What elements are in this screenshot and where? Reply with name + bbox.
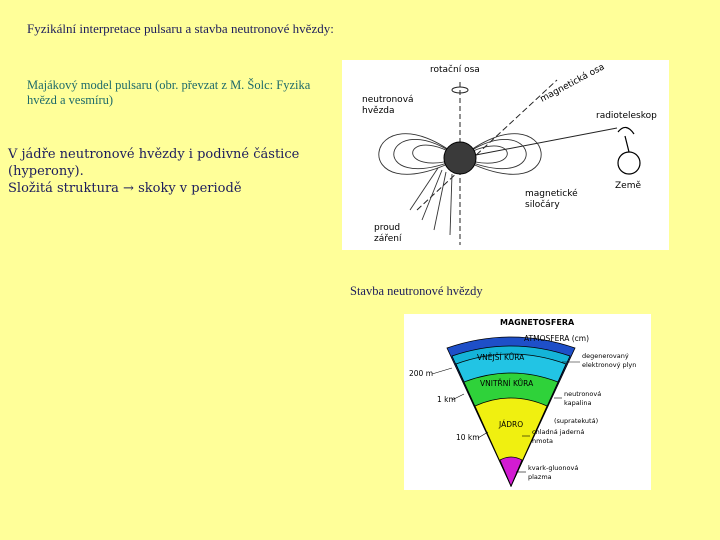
label-beam-2: záření (374, 234, 402, 244)
label-depth-10km: 10 km (456, 433, 480, 442)
label-core: JÁDRO (498, 420, 523, 429)
earth-icon (617, 151, 641, 175)
note-line-structure: Složitá struktura → skoky v periodě (8, 181, 242, 196)
neutron-star-structure-figure: MAGNETOSFERA ATMOSFERA (cm) VNĚJŠÍ KŮRA … (404, 314, 651, 490)
neutron-star-structure-diagram: MAGNETOSFERA ATMOSFERA (cm) VNĚJŠÍ KŮRA … (409, 318, 636, 488)
label-earth: Země (615, 181, 641, 191)
slide-title: Fyzikální interpretace pulsaru a stavba … (27, 21, 334, 36)
pulsar-model-diagram: rotační osa magnetická osa neutronová hv… (362, 62, 657, 245)
wedge-core-center (499, 456, 523, 488)
structure-caption: Stavba neutronové hvězdy (350, 284, 483, 298)
label-magnetosphere: MAGNETOSFERA (500, 318, 575, 327)
wedge-core (474, 397, 548, 487)
label-degenerate-2: elektronový plyn (582, 361, 636, 369)
label-neutron-star-2: hvězda (362, 106, 395, 116)
magnetic-field-lines (378, 133, 542, 236)
label-neutron-liquid-2: kapalina (564, 399, 591, 407)
radiotelescope-icon (624, 135, 630, 153)
label-degenerate-1: degenerovaný (582, 352, 629, 360)
pulsar-caption: Majákový model pulsaru (obr. převzat z M… (27, 78, 311, 107)
label-field-lines-2: siločáry (525, 199, 560, 210)
label-depth-1km: 1 km (437, 395, 456, 404)
label-outer-crust: VNĚJŠÍ KŮRA (477, 353, 525, 362)
label-cold-nuclear-2: hmota (532, 437, 553, 445)
magnetic-axis-line (416, 79, 558, 211)
label-depth-200m: 200 m (409, 369, 433, 378)
label-beam-1: proud (374, 223, 400, 233)
radiotelescope-dish-icon (617, 126, 635, 135)
label-quark-gluon-2: plazma (528, 473, 552, 481)
label-quark-gluon-1: kvark-gluonová (528, 464, 578, 472)
beam-line (459, 127, 618, 159)
note-text: V jádře neutronové hvězdy i podivné část… (8, 146, 328, 197)
label-cold-nuclear-1: chladná jaderná (532, 428, 584, 436)
label-radiotelescope: radioteleskop (596, 111, 657, 121)
label-inner-crust: VNITŘNÍ KŮRA (480, 379, 534, 388)
pulsar-model-figure: rotační osa magnetická osa neutronová hv… (342, 60, 669, 250)
label-superfluid: (supratekutá) (554, 417, 598, 425)
neutron-star-icon (443, 141, 477, 175)
label-magnetic-axis: magnetická osa (539, 62, 607, 104)
label-rotation-axis: rotační osa (430, 64, 480, 75)
label-field-lines-1: magnetické (525, 188, 578, 199)
leader-lines (431, 361, 580, 473)
note-line-hyperons: V jádře neutronové hvězdy i podivné část… (8, 147, 300, 179)
label-neutron-star-1: neutronová (362, 95, 414, 105)
label-neutron-liquid-1: neutronová (564, 390, 601, 398)
rotation-arrow-icon (451, 86, 469, 94)
label-atmosphere: ATMOSFERA (cm) (524, 334, 589, 343)
